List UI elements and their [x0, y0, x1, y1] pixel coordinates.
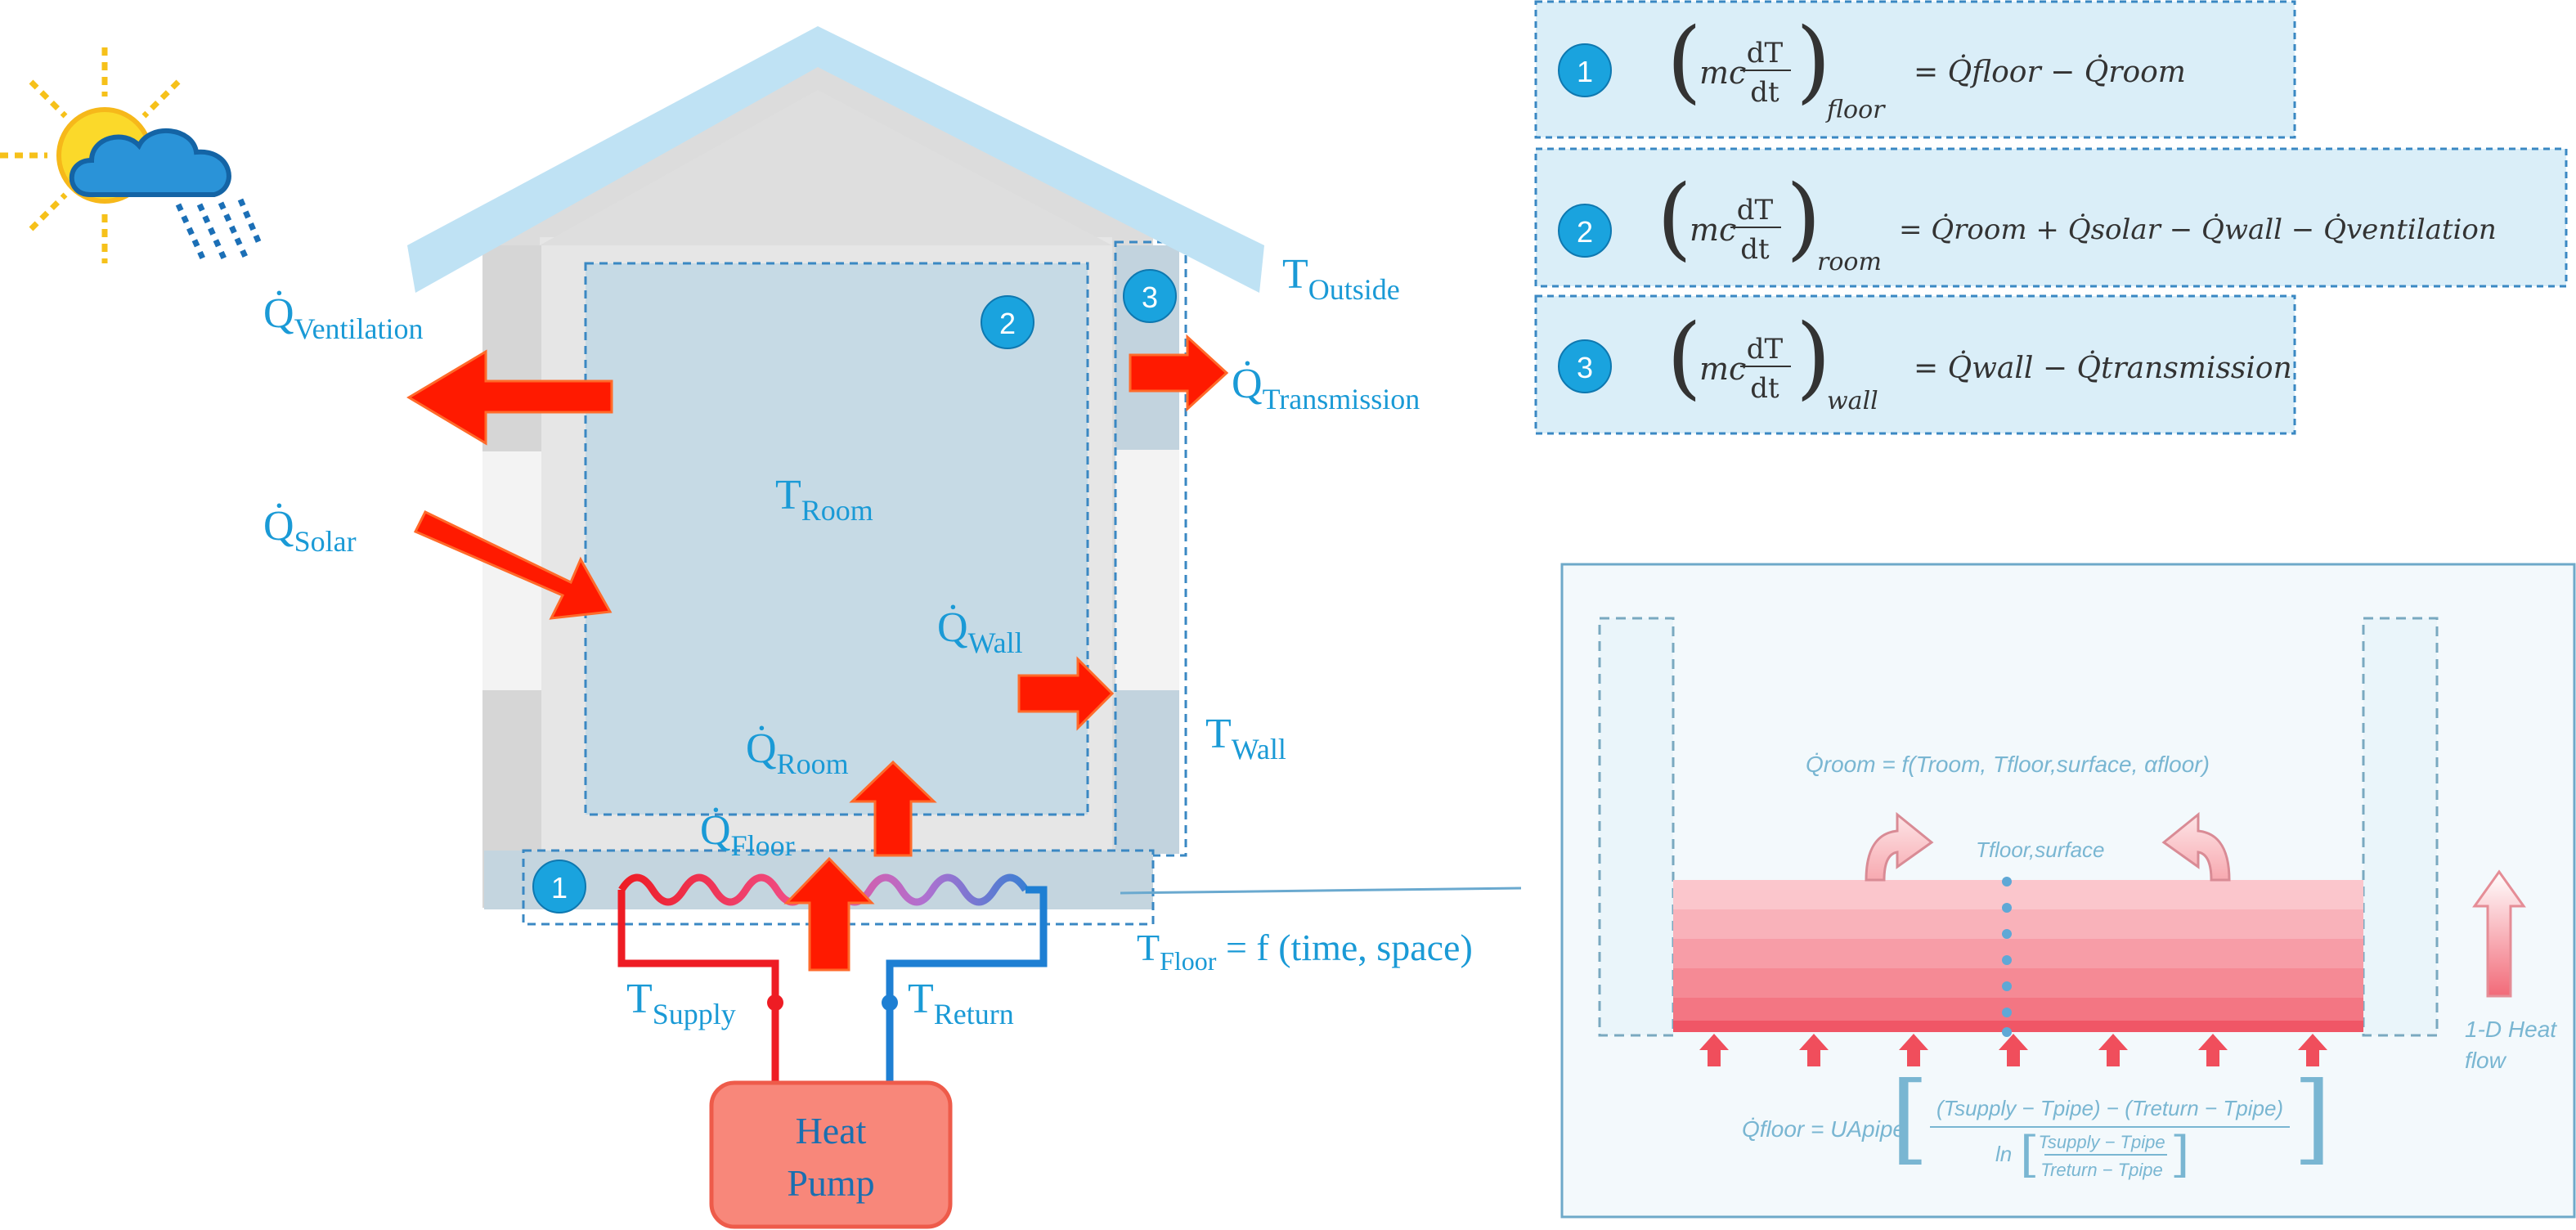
curved-arrow-right: [2161, 811, 2231, 882]
heat-flow-label-2: flow: [2465, 1048, 2507, 1073]
svg-text:2: 2: [999, 307, 1016, 340]
svg-text:(: (: [1667, 304, 1702, 409]
room-arrow: [849, 760, 937, 857]
svg-text:3: 3: [1577, 351, 1593, 384]
solar-arrow: [413, 510, 613, 620]
svg-text:dT: dT: [1747, 37, 1784, 70]
house: [407, 26, 1522, 926]
t-return-label: TReturn: [908, 976, 1014, 1030]
q-floor-formula: Q̇floor = UApipe [ (Tsupply − Tpipe) − (…: [1742, 1062, 2331, 1183]
svg-text:wall: wall: [1827, 387, 1878, 415]
svg-text:): ): [1796, 304, 1831, 409]
svg-text:): ): [1796, 8, 1831, 113]
q-room-formula: Q̇room = f(Troom, Tfloor,surface, αfloor…: [1806, 752, 2210, 777]
supply-pipe: [617, 890, 779, 1086]
svg-text:dt: dt: [1750, 372, 1779, 405]
zone-badges: 2 3 1: [532, 269, 1177, 914]
svg-text:dT: dT: [1737, 194, 1774, 227]
svg-text:Pump: Pump: [787, 1162, 874, 1204]
curved-arrow-left: [1865, 811, 1934, 882]
q-solar-label: Q̇Solar: [263, 502, 357, 558]
svg-text:Q̇floor = UApipe: Q̇floor = UApipe: [1742, 1116, 1905, 1142]
svg-text:= Q̇floor − Q̇room: = Q̇floor − Q̇room: [1914, 55, 2186, 89]
svg-text:2: 2: [1577, 215, 1593, 249]
q-room-label: Q̇Room: [746, 725, 849, 780]
svg-text:1: 1: [1577, 55, 1593, 88]
t-supply-label: TSupply: [626, 976, 736, 1030]
right-window: [1115, 450, 1179, 690]
t-wall-label: TWall: [1205, 711, 1286, 765]
t-floor-surface-label: Tfloor,surface: [1976, 837, 2105, 862]
q-floor-label: Q̇Floor: [700, 806, 795, 862]
q-ventilation-label: Q̇Ventilation: [263, 290, 424, 345]
svg-text:Tsupply − Tpipe: Tsupply − Tpipe: [2038, 1132, 2165, 1152]
q-wall-label: Q̇Wall: [937, 604, 1023, 659]
wall-zone: [1114, 240, 1187, 857]
right-wall-lower: [1115, 690, 1179, 854]
svg-text:mc: mc: [1699, 55, 1746, 91]
svg-text:): ): [1786, 165, 1821, 270]
one-d-heat-flow-arrow: [2472, 869, 2526, 998]
svg-text:= Q̇room + Q̇solar − Q̇wall −: = Q̇room + Q̇solar − Q̇wall − Q̇ventilat…: [1899, 213, 2497, 246]
svg-text:Heat: Heat: [796, 1110, 867, 1151]
svg-text:mc: mc: [1699, 351, 1746, 387]
floor-detail-panel: Q̇room = f(Troom, Tfloor,surface, αfloor…: [1560, 563, 2576, 1219]
equation-1: 1 ( mc dT dt ) floor = Q̇floor − Q̇room: [1534, 0, 2296, 139]
wall-arrow: [1017, 656, 1115, 731]
svg-text:[: [: [1891, 1062, 1929, 1175]
svg-text:floor: floor: [1825, 96, 1886, 124]
heat-flow-label: 1-D Heat: [2465, 1017, 2557, 1042]
room-zone: [584, 262, 1089, 816]
heat-pump: Heat Pump: [709, 1080, 953, 1229]
svg-text:= Q̇wall − Q̇transmission: = Q̇wall − Q̇transmission: [1914, 351, 2292, 385]
svg-text:(: (: [1657, 165, 1692, 270]
equation-3: 3 ( mc dT dt ) wall = Q̇wall − Q̇transmi…: [1534, 294, 2296, 435]
equation-2: 2 ( mc dT dt ) room = Q̇room + Q̇solar −…: [1534, 147, 2568, 288]
svg-text:]: ]: [2293, 1062, 2331, 1175]
surface-temperature-dots: [2002, 877, 2012, 1037]
svg-text:room: room: [1817, 248, 1882, 276]
roof: [407, 26, 1264, 293]
svg-text:dt: dt: [1750, 76, 1779, 109]
svg-text:1: 1: [551, 871, 568, 905]
transmission-arrow: [1129, 334, 1229, 412]
t-room-label: TRoom: [775, 472, 873, 527]
svg-text:dT: dT: [1747, 333, 1784, 366]
detail-leader-line: [1120, 887, 1522, 895]
svg-text:[: [: [2020, 1126, 2039, 1183]
svg-text:ln: ln: [1995, 1142, 2012, 1166]
weather-icon: [0, 47, 263, 263]
svg-text:(: (: [1667, 8, 1702, 113]
left-wall-upper: [482, 245, 541, 451]
bottom-heat-arrows: [1699, 1034, 2327, 1066]
svg-text:]: ]: [2170, 1126, 2189, 1183]
svg-text:Treturn − Tpipe: Treturn − Tpipe: [2040, 1160, 2162, 1180]
svg-text:3: 3: [1142, 281, 1158, 314]
t-outside-label: TOutside: [1282, 251, 1400, 306]
svg-text:dt: dt: [1740, 233, 1770, 266]
svg-text:mc: mc: [1690, 212, 1736, 248]
svg-text:(Tsupply − Tpipe) − (Treturn −: (Tsupply − Tpipe) − (Treturn − Tpipe): [1936, 1096, 2283, 1120]
t-floor-label: TFloor = f (time, space): [1137, 927, 1473, 976]
q-transmission-label: Q̇Transmission: [1232, 360, 1420, 415]
floor-arrow: [783, 856, 875, 972]
ventilation-arrow: [406, 349, 613, 446]
